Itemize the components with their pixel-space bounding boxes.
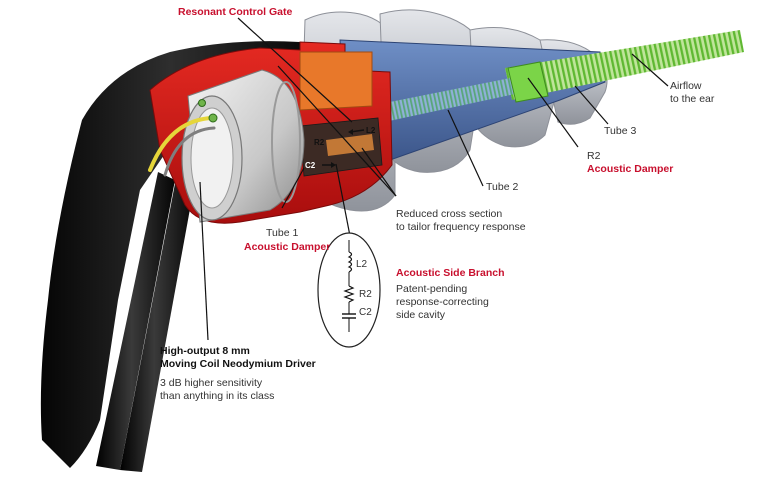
circuit-r2-label: R2 bbox=[359, 289, 372, 300]
reduced-section-label-1: Reduced cross section bbox=[396, 208, 503, 220]
tube1-damper-title: Acoustic Damper bbox=[244, 241, 331, 253]
inner-l2-arrowhead bbox=[348, 129, 353, 135]
reduced-section-label-2: to tailor frequency response bbox=[396, 221, 526, 233]
side-branch-desc-2: response-correcting bbox=[396, 296, 489, 308]
side-branch-desc-3: side cavity bbox=[396, 309, 446, 321]
leader-reduced-1 bbox=[361, 147, 397, 197]
leader-resonant-gate bbox=[237, 17, 353, 123]
tube1-label: Tube 1 bbox=[266, 227, 299, 239]
inner-r2-label: R2 bbox=[314, 138, 325, 147]
leader-airflow bbox=[631, 53, 669, 87]
driver-rim bbox=[271, 81, 301, 203]
resistor-r2 bbox=[343, 285, 355, 303]
airflow-label-2: to the ear bbox=[670, 93, 715, 105]
driver-lead-yellow bbox=[148, 116, 214, 172]
airflow-coil bbox=[505, 30, 744, 100]
leader-reduced-2 bbox=[277, 65, 397, 197]
black-shell bbox=[40, 41, 300, 468]
driver-face-inner bbox=[190, 107, 234, 209]
tube2-label: Tube 2 bbox=[486, 181, 519, 193]
leader-lines bbox=[199, 17, 669, 341]
inner-l2-label: L2 bbox=[366, 126, 376, 135]
resonant-gate-label: Resonant Control Gate bbox=[178, 6, 293, 18]
leader-tube2 bbox=[447, 109, 484, 187]
leader-driver bbox=[199, 181, 209, 341]
driver-desc-2: than anything in its class bbox=[160, 390, 275, 402]
moving-coil-driver bbox=[181, 69, 305, 223]
circuit-c2-label: C2 bbox=[359, 307, 372, 318]
r2-damper-code: R2 bbox=[587, 150, 601, 162]
equivalent-circuit bbox=[317, 232, 381, 348]
r2-damper-title: Acoustic Damper bbox=[587, 163, 674, 175]
leader-side-branch bbox=[335, 163, 351, 237]
tube3-label: Tube 3 bbox=[604, 125, 637, 137]
side-branch-desc-1: Patent-pending bbox=[396, 283, 468, 295]
driver-desc-1: 3 dB higher sensitivity bbox=[160, 377, 263, 389]
driver-title-1: High-output 8 mm bbox=[160, 345, 250, 357]
inner-c2-arrowhead bbox=[331, 162, 336, 168]
leader-tube3 bbox=[574, 85, 609, 125]
driver-lead-grey bbox=[163, 126, 216, 177]
cable-1 bbox=[96, 172, 175, 470]
solder-point-1 bbox=[208, 113, 218, 123]
solder-point-2 bbox=[198, 99, 206, 107]
circuit-l2-label: L2 bbox=[356, 259, 368, 270]
inductor-l2 bbox=[347, 251, 353, 273]
airflow-label-1: Airflow bbox=[670, 80, 702, 92]
cable-2 bbox=[120, 168, 196, 472]
inner-c2-label: C2 bbox=[305, 161, 316, 170]
side-branch-title: Acoustic Side Branch bbox=[396, 267, 505, 279]
leader-r2-damper bbox=[527, 77, 579, 148]
leader-tube1 bbox=[281, 167, 305, 209]
tube-2-coil bbox=[360, 76, 524, 126]
driver-title-2: Moving Coil Neodymium Driver bbox=[160, 358, 316, 370]
